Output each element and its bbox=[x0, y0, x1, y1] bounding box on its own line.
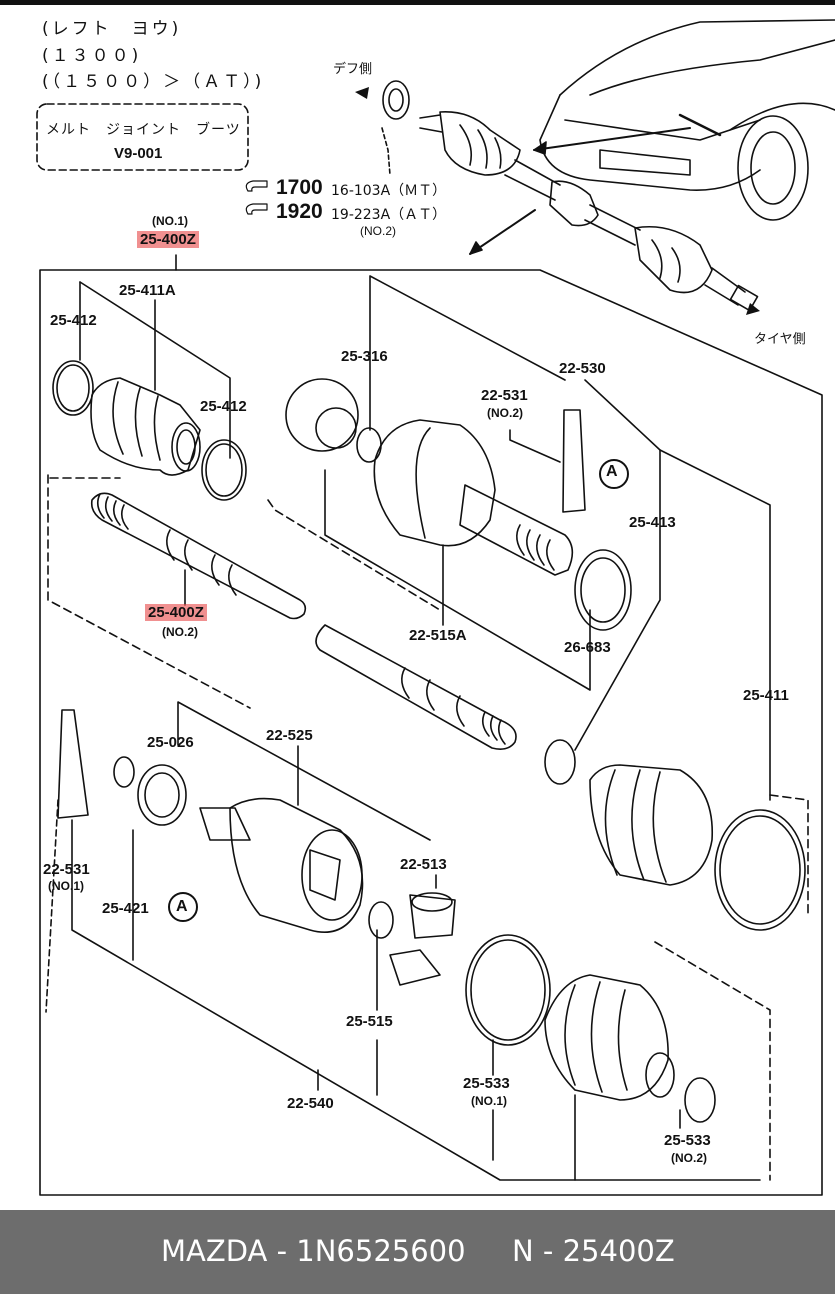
part-22-515a[interactable]: 22-515A bbox=[409, 627, 467, 644]
part-25-533-no2-sub: (NO.2) bbox=[671, 1151, 707, 1165]
part-25-400z-no2-sub: (NO.2) bbox=[162, 625, 198, 639]
exploded-parts-diagram bbox=[0, 0, 835, 1196]
boot-right bbox=[544, 739, 806, 931]
drawing bbox=[0, 0, 835, 1196]
boot-kit-code: V9-001 bbox=[114, 145, 163, 162]
footer-brand-part: MAZDA - 1N6525600 bbox=[161, 1234, 466, 1268]
part-25-400z-no2[interactable]: 25-400Z bbox=[145, 604, 207, 621]
ref-1700[interactable]: 1700 bbox=[276, 176, 323, 199]
boot-kit-box bbox=[36, 103, 249, 171]
part-22-513[interactable]: 22-513 bbox=[400, 856, 447, 873]
shaft-upper bbox=[90, 492, 307, 620]
part-25-411a[interactable]: 25-411A bbox=[119, 282, 176, 299]
part-25-400z-no1-sub: (NO.1) bbox=[152, 214, 188, 228]
header-line-2: (１３００) bbox=[42, 46, 142, 66]
footer-bar: MAZDA - 1N6525600 N - 25400Z bbox=[0, 1210, 835, 1294]
part-25-413[interactable]: 25-413 bbox=[629, 514, 676, 531]
part-22-525[interactable]: 22-525 bbox=[266, 727, 313, 744]
part-22-540[interactable]: 22-540 bbox=[287, 1095, 334, 1112]
part-25-533-no1-sub: (NO.1) bbox=[471, 1094, 507, 1108]
part-25-411[interactable]: 25-411 bbox=[743, 687, 789, 704]
part-25-412-a[interactable]: 25-412 bbox=[50, 312, 97, 329]
outer-joint bbox=[285, 378, 632, 631]
ref-1700-code[interactable]: 16-103A（ＭＴ） bbox=[331, 183, 447, 199]
part-22-531-no2-sub: (NO.2) bbox=[487, 406, 523, 420]
part-25-400z-no1[interactable]: 25-400Z bbox=[137, 231, 199, 248]
part-25-515[interactable]: 25-515 bbox=[346, 1013, 393, 1030]
part-22-531-no1-sub: (NO.1) bbox=[48, 879, 84, 893]
diagram-frame bbox=[39, 269, 823, 1196]
part-25-412-b[interactable]: 25-412 bbox=[200, 398, 247, 415]
part-22-531-no1[interactable]: 22-531 bbox=[43, 861, 90, 878]
ref-1920-sub: (NO.2) bbox=[360, 224, 396, 238]
diff-side-label: デフ側 bbox=[333, 62, 373, 77]
boot-25-411a bbox=[52, 360, 247, 501]
mark-a-upper: A bbox=[606, 463, 618, 480]
part-26-683[interactable]: 26-683 bbox=[564, 639, 611, 656]
part-25-421[interactable]: 25-421 bbox=[102, 900, 149, 917]
part-25-026[interactable]: 25-026 bbox=[147, 734, 194, 751]
part-25-316[interactable]: 25-316 bbox=[341, 348, 388, 365]
part-22-530[interactable]: 22-530 bbox=[559, 360, 606, 377]
inner-joint bbox=[57, 709, 456, 986]
header-line-3: (（１５００）＞（ＡＴ）) bbox=[42, 72, 265, 92]
mark-a-lower: A bbox=[176, 898, 188, 915]
boot-kit-title: メルト ジョイント ブーツ bbox=[46, 122, 241, 138]
overview-driveshaft bbox=[381, 80, 759, 312]
shaft-lower bbox=[315, 624, 517, 750]
tire-side-label: タイヤ側 bbox=[754, 332, 806, 347]
part-25-533-no2[interactable]: 25-533 bbox=[664, 1132, 711, 1149]
ref-1920-code[interactable]: 19-223A（ＡＴ） bbox=[331, 207, 447, 223]
header-line-1: (レフト ヨウ) bbox=[42, 19, 182, 39]
ref-1920[interactable]: 1920 bbox=[276, 200, 323, 223]
footer-ref: N - 25400Z bbox=[512, 1234, 675, 1268]
part-22-531-no2[interactable]: 22-531 bbox=[481, 387, 528, 404]
boot-lower bbox=[465, 934, 716, 1123]
part-25-533-no1[interactable]: 25-533 bbox=[463, 1075, 510, 1092]
